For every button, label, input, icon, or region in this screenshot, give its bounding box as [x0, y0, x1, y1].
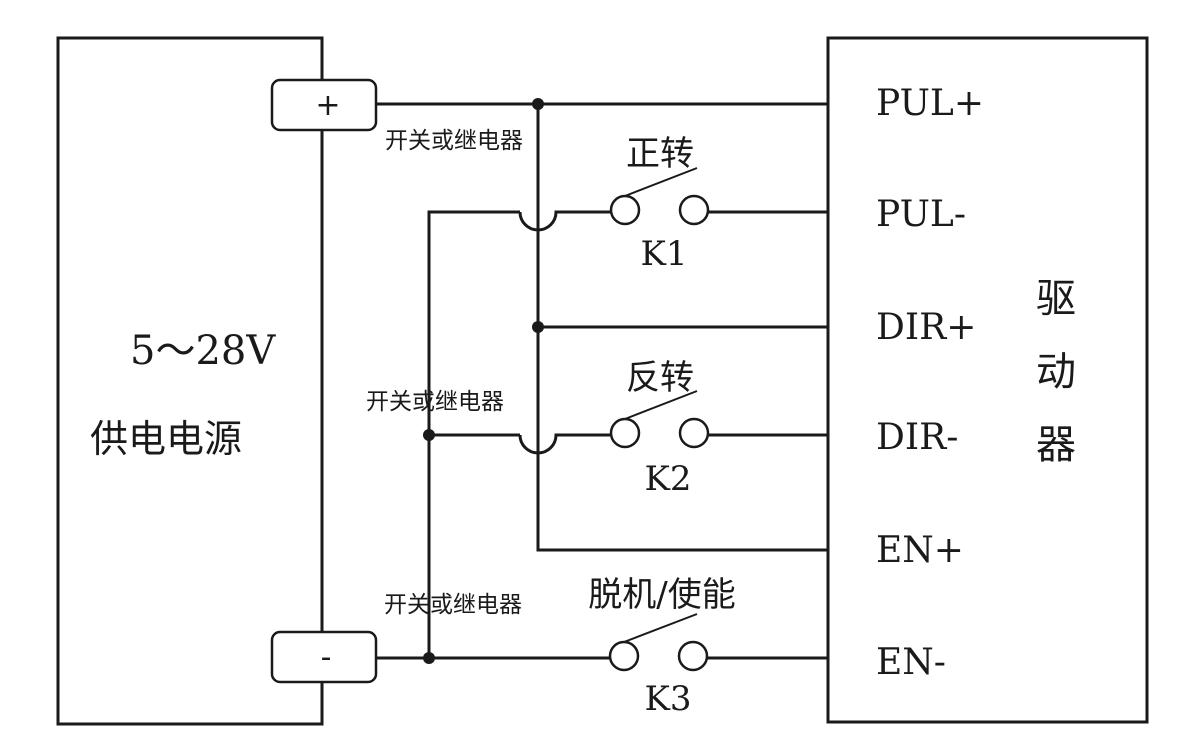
pin-dir-plus: DIR+ — [876, 307, 976, 348]
driver-box — [826, 36, 1149, 724]
switch-k3-id: K3 — [644, 679, 691, 719]
power-supply-box — [56, 36, 324, 726]
supply-label: 供电电源 — [90, 417, 242, 461]
switch-k1 — [609, 167, 828, 226]
relay-label-2: 开关或继电器 — [366, 389, 504, 415]
junction-dot — [532, 321, 544, 333]
switch-k3-function: 脱机/使能 — [588, 575, 735, 615]
switch-k2 — [609, 390, 828, 449]
junction-dot — [423, 652, 435, 664]
pin-en-plus: EN+ — [876, 530, 964, 571]
junction-dot — [532, 98, 544, 110]
switch-k1-id: K1 — [640, 234, 687, 274]
wire-crossover — [518, 210, 610, 232]
positive-bus-wires — [376, 102, 828, 552]
pin-pul-minus: PUL- — [876, 194, 966, 235]
switch-k2-id: K2 — [644, 459, 691, 499]
positive-terminal-label: + — [315, 88, 340, 123]
pin-dir-minus: DIR- — [876, 417, 958, 458]
wire-crossover — [518, 433, 610, 455]
driver-label-2: 动 — [1036, 349, 1076, 395]
switch-k3 — [608, 613, 828, 672]
relay-label-1: 开关或继电器 — [385, 128, 523, 154]
junction-dot — [423, 429, 435, 441]
negative-bus-wires — [376, 210, 610, 660]
pin-pul-plus: PUL+ — [876, 83, 984, 124]
supply-voltage: 5～28V — [130, 328, 276, 374]
driver-label-1: 驱 — [1036, 276, 1076, 322]
driver-label-3: 器 — [1036, 422, 1076, 468]
pin-en-minus: EN- — [876, 642, 946, 683]
negative-terminal-label: - — [321, 640, 332, 675]
relay-label-3: 开关或继电器 — [384, 592, 522, 618]
switch-k1-function: 正转 — [626, 134, 694, 174]
switch-k2-function: 反转 — [626, 358, 694, 398]
